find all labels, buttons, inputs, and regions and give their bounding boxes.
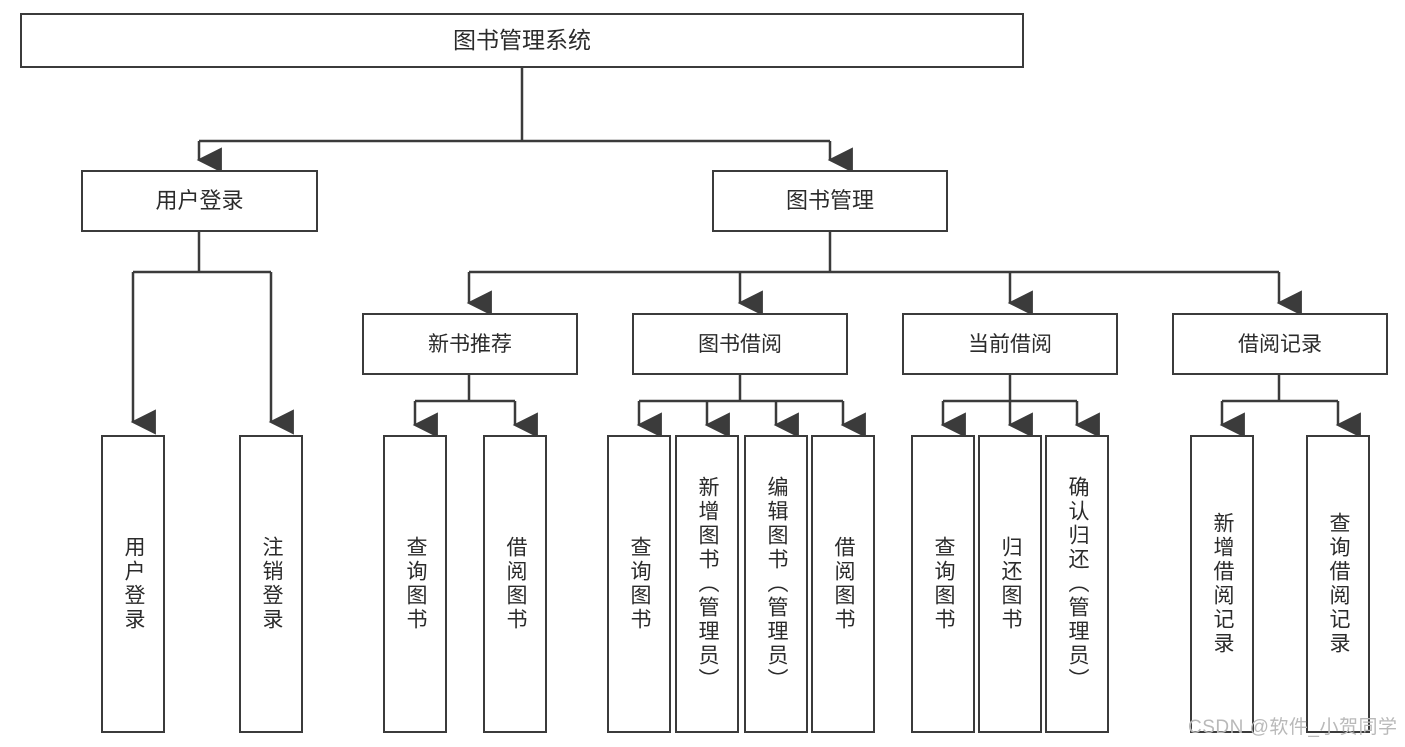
- node-label: 用户登录: [155, 188, 244, 213]
- leaf-record-query-record[interactable]: 查询借阅记录: [1306, 435, 1370, 733]
- node-label: 图书管理: [785, 188, 874, 213]
- leaf-borrow-add-book-admin[interactable]: 新增图书（管理员）: [675, 435, 739, 733]
- node-borrow-record[interactable]: 借阅记录: [1172, 313, 1388, 375]
- node-label: 借阅记录: [1238, 332, 1322, 356]
- leaf-borrow-query-book[interactable]: 查询图书: [607, 435, 671, 733]
- node-new-book-recommend[interactable]: 新书推荐: [362, 313, 578, 375]
- leaf-recommend-borrow-book[interactable]: 借阅图书: [483, 435, 547, 733]
- node-book-borrow[interactable]: 图书借阅: [632, 313, 848, 375]
- node-label: 归还图书: [999, 536, 1023, 632]
- leaf-current-query-book[interactable]: 查询图书: [911, 435, 975, 733]
- node-current-borrow[interactable]: 当前借阅: [902, 313, 1118, 375]
- leaf-borrow-edit-book-admin[interactable]: 编辑图书（管理员）: [744, 435, 808, 733]
- node-label: 借阅图书: [832, 536, 856, 632]
- node-label: 新增图书（管理员）: [696, 476, 720, 692]
- node-label: 查询借阅记录: [1327, 512, 1351, 656]
- leaf-current-confirm-return-admin[interactable]: 确认归还（管理员）: [1045, 435, 1109, 733]
- node-label: 注销登录: [260, 536, 284, 632]
- node-label: 借阅图书: [504, 536, 528, 632]
- node-label: 图书管理系统: [453, 27, 591, 53]
- node-label: 查询图书: [932, 536, 956, 632]
- node-label: 查询图书: [404, 536, 428, 632]
- node-label: 当前借阅: [968, 332, 1052, 356]
- leaf-borrow-borrow-book[interactable]: 借阅图书: [811, 435, 875, 733]
- leaf-current-return-book[interactable]: 归还图书: [978, 435, 1042, 733]
- node-label: 新书推荐: [428, 332, 512, 356]
- watermark: CSDN @软件_小贺同学: [1188, 717, 1398, 738]
- leaf-recommend-query-book[interactable]: 查询图书: [383, 435, 447, 733]
- node-label: 新增借阅记录: [1211, 512, 1235, 656]
- leaf-user-logout[interactable]: 注销登录: [239, 435, 303, 733]
- node-label: 查询图书: [628, 536, 652, 632]
- node-label: 编辑图书（管理员）: [765, 476, 789, 692]
- node-root-system[interactable]: 图书管理系统: [20, 13, 1024, 68]
- node-label: 图书借阅: [698, 332, 782, 356]
- node-label: 用户登录: [122, 536, 146, 632]
- node-user-login[interactable]: 用户登录: [81, 170, 318, 232]
- leaf-user-login[interactable]: 用户登录: [101, 435, 165, 733]
- node-book-management[interactable]: 图书管理: [712, 170, 948, 232]
- leaf-record-add-record[interactable]: 新增借阅记录: [1190, 435, 1254, 733]
- node-label: 确认归还（管理员）: [1066, 476, 1090, 692]
